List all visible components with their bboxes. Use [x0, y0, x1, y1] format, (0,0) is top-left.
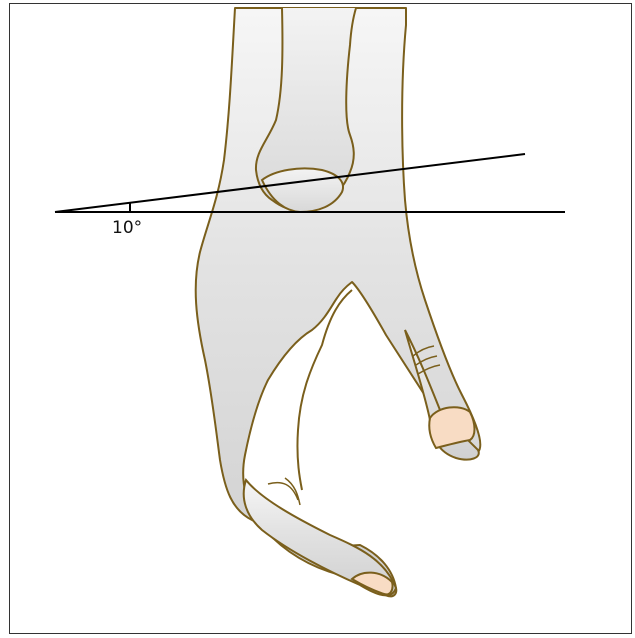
angle-label: 10° — [112, 218, 142, 238]
great-toe-crease — [268, 478, 300, 505]
